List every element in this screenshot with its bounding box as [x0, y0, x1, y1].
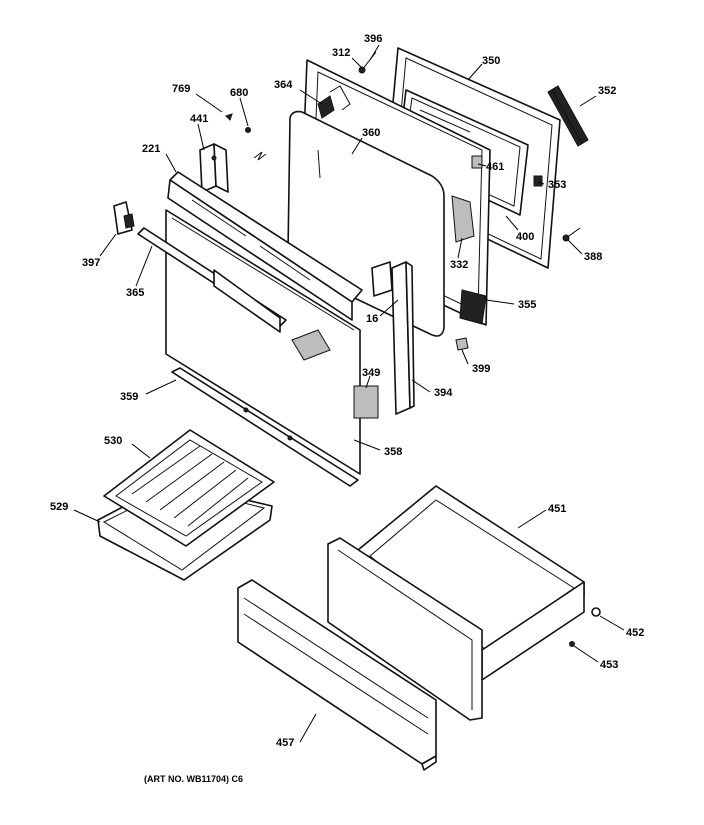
callout-441: 441	[190, 113, 208, 125]
callout-332: 332	[450, 259, 468, 271]
part-332-latch	[451, 195, 475, 243]
callout-359: 359	[120, 391, 138, 403]
callout-396: 396	[364, 33, 382, 45]
callout-530: 530	[104, 435, 122, 447]
part-399-bumper	[455, 337, 469, 351]
callout-360: 360	[362, 127, 380, 139]
part-397-bracket	[113, 201, 135, 235]
part-453-screw	[569, 641, 575, 647]
callout-312: 312	[332, 47, 350, 59]
callout-350: 350	[482, 55, 500, 67]
art-number: (ART NO. WB11704) C6	[144, 774, 243, 784]
callout-457: 457	[276, 737, 294, 749]
callout-16: 16	[366, 313, 378, 325]
part-394-channel	[391, 261, 415, 415]
part-door-window-opening	[213, 269, 281, 333]
part-353-clip	[533, 175, 543, 187]
part-16-hinge-receiver	[371, 261, 393, 297]
part-530-broiler-rack	[103, 429, 275, 547]
part-door-handle-block	[291, 329, 331, 361]
part-221-control-trim	[167, 171, 363, 321]
callout-529: 529	[50, 501, 68, 513]
callout-769: 769	[172, 83, 190, 95]
part-drawer-front-panel	[327, 537, 483, 721]
part-769-nut	[225, 113, 233, 121]
part-452-bumper	[591, 607, 601, 617]
callout-365: 365	[126, 287, 144, 299]
callout-461: 461	[486, 161, 504, 173]
callout-353: 353	[548, 179, 566, 191]
callout-388: 388	[584, 251, 602, 263]
part-355-hinge-lower	[459, 289, 487, 325]
callout-349: 349	[362, 367, 380, 379]
part-461-hinge	[471, 155, 483, 169]
leader-lines	[73, 44, 625, 743]
callout-400: 400	[516, 231, 534, 243]
part-349-insulation	[353, 385, 379, 419]
part-spring	[253, 151, 267, 161]
part-396-screw	[361, 51, 377, 71]
part-352-door-handle	[547, 85, 589, 147]
callout-680: 680	[230, 87, 248, 99]
part-388-screw	[562, 227, 581, 242]
callout-352: 352	[598, 85, 616, 97]
part-441-bracket	[199, 143, 229, 193]
callout-394: 394	[434, 387, 453, 399]
part-364-hinge-bracket	[317, 85, 351, 119]
callout-453: 453	[600, 659, 618, 671]
callout-451: 451	[548, 503, 566, 515]
part-457-drawer-front	[237, 579, 437, 771]
callout-355: 355	[518, 299, 536, 311]
callout-358: 358	[384, 446, 402, 458]
callout-221: 221	[142, 143, 160, 155]
callout-364: 364	[274, 79, 293, 91]
part-680-screw	[245, 127, 251, 133]
part-312-washer	[358, 66, 366, 74]
callout-452: 452	[626, 627, 644, 639]
part-359-bottom-trim	[171, 367, 359, 487]
callout-397: 397	[82, 257, 100, 269]
callout-399: 399	[472, 363, 490, 375]
